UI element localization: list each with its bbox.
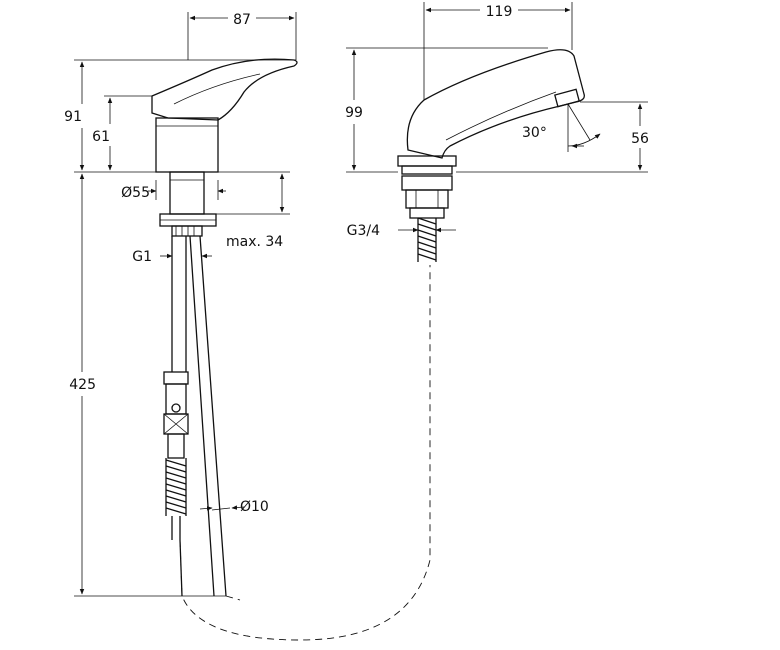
dim-56-label: 56 <box>631 131 649 147</box>
lever-handle <box>151 58 298 121</box>
mixer-side-view <box>151 58 431 641</box>
threaded-shank <box>171 225 203 237</box>
flexible-hose-dashed <box>179 265 431 641</box>
spout-side-view <box>397 49 585 262</box>
dimensions-left: 87 91 61 Ø55 max. 34 G1 425 <box>64 12 297 597</box>
dim-61-label: 61 <box>92 129 110 145</box>
dim-g1-label: G1 <box>132 249 152 265</box>
dim-max34-label: max. 34 <box>226 234 283 250</box>
dimensions-right: 119 99 56 30° G3/4 <box>345 2 649 239</box>
tap-neck <box>169 171 205 215</box>
dim-99-label: 99 <box>345 105 363 121</box>
dim-dia10-label: Ø10 <box>240 499 269 515</box>
aerator <box>554 88 580 108</box>
dim-g34-label: G3/4 <box>347 223 380 239</box>
dim-dia55-label: Ø55 <box>121 185 150 201</box>
spout-nut <box>401 175 453 191</box>
supply-tube-right <box>189 235 227 597</box>
dim-87-label: 87 <box>233 12 251 28</box>
dim-119-label: 119 <box>486 4 513 20</box>
supply-tube-left <box>171 236 187 372</box>
dim-425-label: 425 <box>69 377 96 393</box>
spout-body <box>406 49 585 159</box>
spring-coil-right <box>417 217 437 261</box>
dim-30deg-label: 30° <box>522 125 547 141</box>
dim-91-label: 91 <box>64 109 82 125</box>
spring-coil-left <box>165 459 187 515</box>
